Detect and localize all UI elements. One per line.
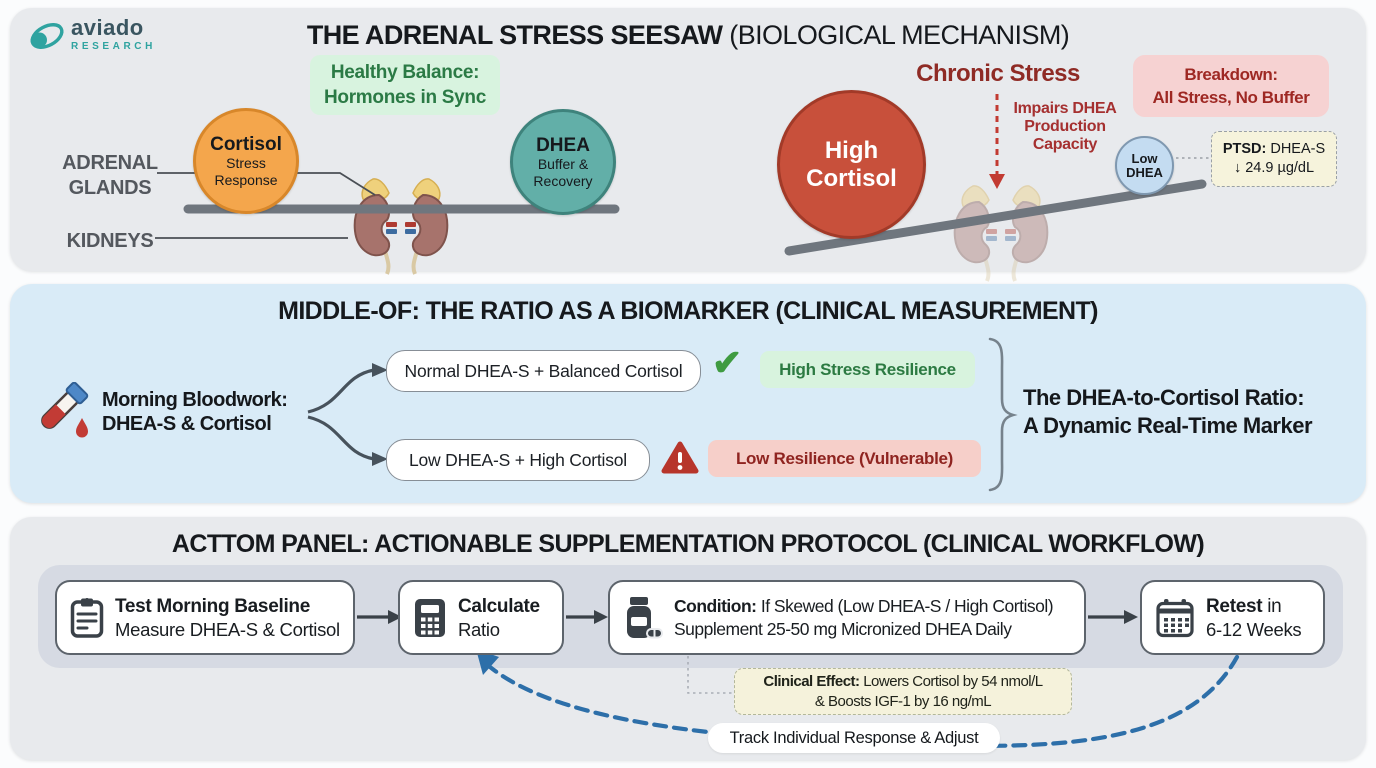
adrenal-glands-label: ADRENAL GLANDS xyxy=(55,151,165,201)
cortisol-title: Cortisol xyxy=(210,133,282,155)
low-dhea-line1: Low xyxy=(1131,150,1158,166)
panel-clinical-measurement: MIDDLE-OF: THE RATIO AS A BIOMARKER (CLI… xyxy=(10,284,1366,503)
ptsd-line1: PTSD: DHEA-S xyxy=(1212,140,1336,159)
bloodwork-line1: Morning Bloodwork: xyxy=(102,389,288,411)
middle-panel-title: MIDDLE-OF: THE RATIO AS A BIOMARKER (CLI… xyxy=(278,297,1098,325)
kidneys-healthy-illustration xyxy=(353,178,449,275)
adrenal-label-line2: GLANDS xyxy=(68,177,152,199)
check-icon: ✔ xyxy=(712,342,743,383)
effect-line2: & Boosts IGF-1 by 16 ng/mL xyxy=(814,692,992,710)
morning-bloodwork-label: Morning Bloodwork: DHEA-S & Cortisol xyxy=(102,388,288,436)
high-resilience-badge: High Stress Resilience xyxy=(760,351,975,388)
low-resilience-badge: Low Resilience (Vulnerable) xyxy=(708,440,981,477)
high-cortisol-line1: High xyxy=(824,136,879,164)
calculator-icon xyxy=(415,598,445,637)
logo-subtitle: RESEARCH xyxy=(71,41,156,52)
blood-drop-icon xyxy=(76,418,88,438)
low-dhea-circle: Low DHEA xyxy=(1115,136,1174,195)
step4-rest: in xyxy=(1262,595,1282,617)
low-dhea-line2: DHEA xyxy=(1126,164,1163,180)
step4-bold: Retest xyxy=(1206,595,1263,617)
logo-name: aviado xyxy=(71,15,144,40)
impairs-line3: Capacity xyxy=(1032,136,1098,153)
step-calculate-ratio-card: Calculate Ratio xyxy=(398,580,564,655)
ratio-line2: A Dynamic Real-Time Marker xyxy=(1023,413,1313,438)
dhea-title: DHEA xyxy=(536,134,590,156)
breakdown-badge: Breakdown: All Stress, No Buffer xyxy=(1133,55,1329,117)
step1-line1: Test Morning Baseline xyxy=(115,595,340,618)
adrenal-label-line1: ADRENAL xyxy=(62,152,158,174)
outcome-low-box: Low DHEA-S + High Cortisol xyxy=(386,439,650,481)
pill-bottle-icon xyxy=(627,596,663,638)
step2-line2: Ratio xyxy=(458,618,500,640)
kidneys-faded-illustration xyxy=(953,185,1049,282)
clipboard-icon xyxy=(70,597,104,638)
clinical-effect-note: Clinical Effect: Lowers Cortisol by 54 n… xyxy=(734,668,1072,715)
ratio-marker-caption: The DHEA-to-Cortisol Ratio: A Dynamic Re… xyxy=(1023,384,1353,440)
step3-line2: Supplement 25-50 mg Micronized DHEA Dail… xyxy=(674,618,1012,639)
track-response-label: Track Individual Response & Adjust xyxy=(708,723,1000,753)
step1-bold: Test Morning Baseline xyxy=(115,595,310,617)
impairs-line2: Production xyxy=(1024,118,1106,135)
step2-text: Calculate Ratio xyxy=(458,595,540,641)
effect-line1: Clinical Effect: Lowers Cortisol by 54 n… xyxy=(735,672,1071,692)
bloodwork-line2: DHEA-S & Cortisol xyxy=(102,413,272,435)
effect-rest: Lowers Cortisol by 54 nmol/L xyxy=(859,672,1043,690)
step2-bold: Calculate xyxy=(458,595,540,617)
impairs-line1: Impairs DHEA xyxy=(1013,100,1117,117)
step3-text: Condition: If Skewed (Low DHEA-S / High … xyxy=(674,595,1054,641)
logo-text: aviado RESEARCH xyxy=(71,17,156,52)
step1-line2: Measure DHEA-S & Cortisol xyxy=(115,618,340,640)
dhea-sub2: Recovery xyxy=(533,172,593,189)
step-condition-supplement-card: Condition: If Skewed (Low DHEA-S / High … xyxy=(608,580,1086,655)
step3-rest: If Skewed (Low DHEA-S / High Cortisol) xyxy=(756,595,1054,616)
step4-text: Retest in 6-12 Weeks xyxy=(1206,595,1302,641)
top-panel-title: THE ADRENAL STRESS SEESAW (BIOLOGICAL ME… xyxy=(10,20,1366,51)
step1-text: Test Morning Baseline Measure DHEA-S & C… xyxy=(115,595,340,641)
effect-bold: Clinical Effect: xyxy=(763,672,860,690)
curly-brace xyxy=(988,337,1018,492)
breakdown-line1: Breakdown: xyxy=(1184,65,1278,84)
branch-arrow-upper xyxy=(307,368,375,414)
step-test-baseline-card: Test Morning Baseline Measure DHEA-S & C… xyxy=(55,580,355,655)
aviado-orbit-icon xyxy=(30,23,64,49)
dhea-sub1: Buffer & xyxy=(537,155,589,172)
calendar-icon xyxy=(1156,598,1194,637)
dhea-circle: DHEA Buffer & Recovery xyxy=(510,109,616,215)
breakdown-line2: All Stress, No Buffer xyxy=(1152,88,1310,107)
ptsd-bold: PTSD: xyxy=(1222,141,1267,157)
cortisol-sub1: Stress xyxy=(226,154,266,171)
healthy-line2: Hormones in Sync xyxy=(323,87,487,108)
cortisol-sub2: Response xyxy=(214,171,278,188)
healthy-balance-badge: Healthy Balance: Hormones in Sync xyxy=(310,55,500,115)
step2-line1: Calculate xyxy=(458,595,540,618)
kidneys-label: KIDNEYS xyxy=(66,230,154,252)
test-tube-icon xyxy=(41,382,89,438)
branch-arrow-lower xyxy=(307,415,375,461)
ptsd-rest: DHEA-S xyxy=(1266,141,1326,157)
warning-triangle-icon xyxy=(661,441,699,474)
healthy-line1: Healthy Balance: xyxy=(330,62,480,83)
step3-line1: Condition: If Skewed (Low DHEA-S / High … xyxy=(674,595,1054,618)
bottom-panel-title: ACTTOM PANEL: ACTIONABLE SUPPLEMENTATION… xyxy=(171,530,1205,558)
cortisol-circle: Cortisol Stress Response xyxy=(193,108,299,214)
step4-line2: 6-12 Weeks xyxy=(1206,618,1302,640)
step-retest-card: Retest in 6-12 Weeks xyxy=(1140,580,1325,655)
ptsd-line2: ↓ 24.9 µg/dL xyxy=(1233,160,1315,176)
ptsd-data-note: PTSD: DHEA-S ↓ 24.9 µg/dL xyxy=(1211,131,1337,187)
top-title-bold: THE ADRENAL STRESS SEESAW xyxy=(306,20,723,50)
step3-bold: Condition: xyxy=(674,595,757,616)
high-cortisol-line2: Cortisol xyxy=(806,164,897,192)
ratio-line1: The DHEA-to-Cortisol Ratio: xyxy=(1023,385,1305,410)
impairs-dhea-caption: Impairs DHEA Production Capacity xyxy=(1003,100,1127,154)
step4-line1: Retest in xyxy=(1206,595,1301,618)
panel-clinical-workflow: ACTTOM PANEL: ACTIONABLE SUPPLEMENTATION… xyxy=(10,517,1366,760)
outcome-normal-box: Normal DHEA-S + Balanced Cortisol xyxy=(386,350,701,392)
logo: aviado RESEARCH xyxy=(28,17,156,55)
chronic-stress-label: Chronic Stress xyxy=(916,60,1080,87)
high-cortisol-circle: High Cortisol xyxy=(777,90,926,239)
top-title-rest: (BIOLOGICAL MECHANISM) xyxy=(722,20,1070,50)
panel-biological-mechanism: aviado RESEARCH THE ADRENAL STRESS SEESA… xyxy=(10,8,1366,282)
